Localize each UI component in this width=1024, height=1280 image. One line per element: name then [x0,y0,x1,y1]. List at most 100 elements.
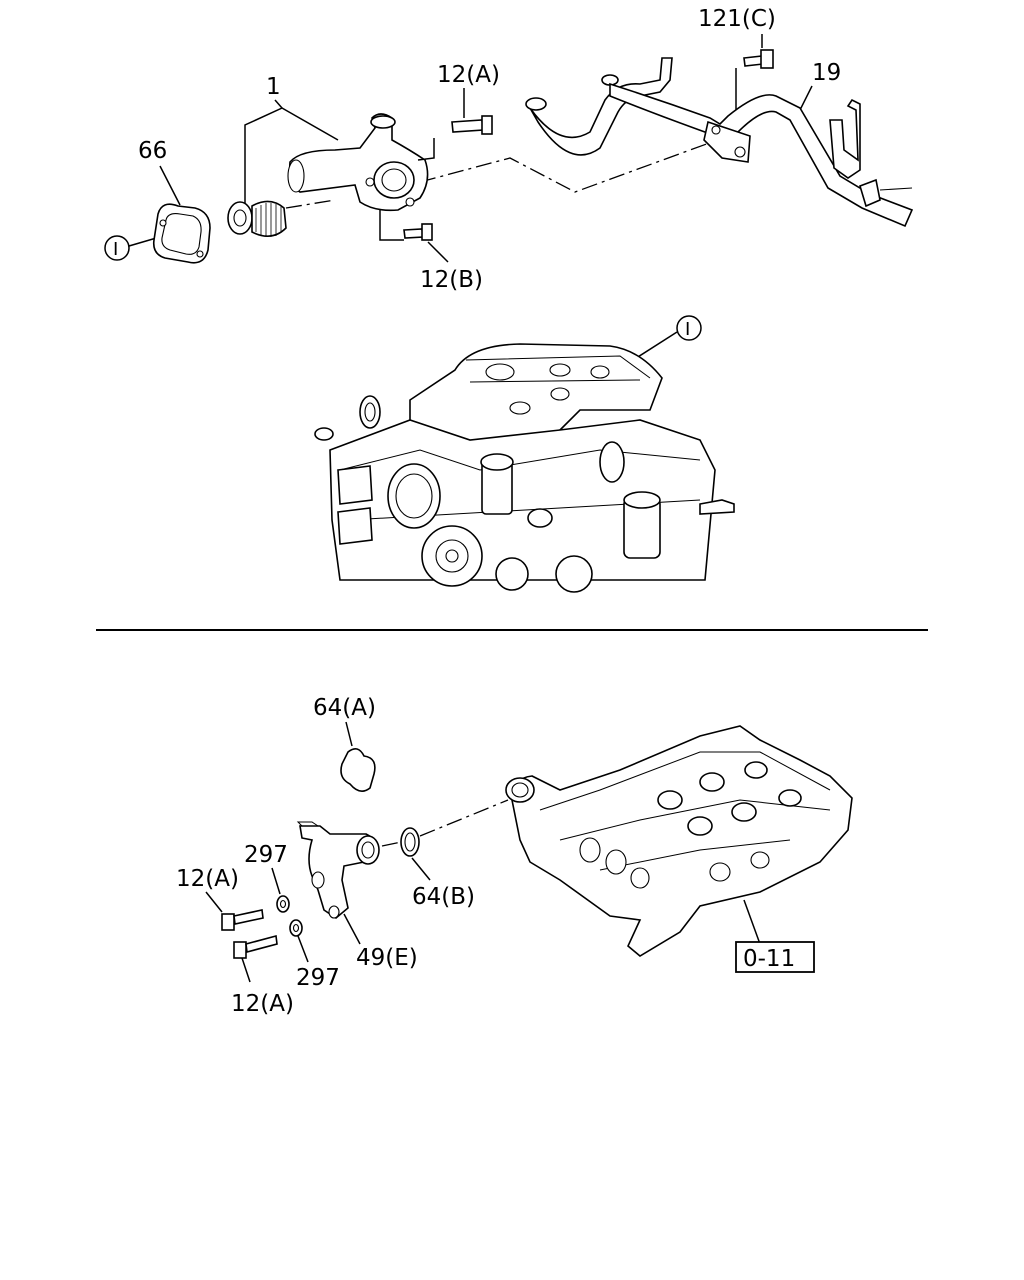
housing-inlet [287,159,305,193]
bolt-121c-head [760,49,774,69]
axis-line-outlet [419,799,509,837]
cam-journal-4 [687,816,713,836]
bolt-121c-shank [743,55,764,67]
axis-line-oring [381,841,402,847]
label-part-12a-upper[interactable]: 12(A) [176,866,239,892]
bolt-12a-upper-shank [233,909,264,925]
label-part-12a-top[interactable]: 12(A) [437,62,500,88]
label-part-19[interactable]: 19 [812,60,841,86]
pipe-19-left-end [525,97,547,111]
ref-label-0-11[interactable]: 0-11 [743,946,795,972]
leader-part-297-lower [297,935,309,963]
label-part-12b[interactable]: 12(B) [420,267,483,293]
water-outlet-bolt-hole-b [328,905,340,919]
leader-part-64b [411,857,431,881]
head-side-port-2 [605,849,627,875]
leader-part-12a-upper [205,891,223,913]
washer-297-lower-hole [292,923,300,933]
leader-part-19 [799,85,813,111]
ref-circle-i-left [104,235,130,261]
cam-journal-6 [778,789,802,807]
housing-outlet-top [370,115,396,129]
pulley-left-center [445,549,459,563]
plenum-hole-1 [485,363,515,381]
head-side-port-3 [630,867,650,889]
bolt-12b-head [421,223,433,241]
plenum-hole-5 [550,387,570,401]
leader-part-66 [159,165,181,206]
thermostat-housing [288,113,429,212]
pipe-19-flange-hole-a [711,125,721,135]
label-part-64a[interactable]: 64(A) [313,695,376,721]
bolt-12a-lower-shank [245,934,278,954]
axis-line-pipe [419,141,713,193]
leader-ref-0-11 [743,899,761,945]
leader-part-297-upper [271,867,281,895]
plenum-hole-3 [590,365,610,379]
engine-right-component-top [623,491,661,509]
label-part-12a-lower[interactable]: 12(A) [231,991,294,1017]
leader-part-64a [345,721,353,747]
pulley-right [555,555,593,593]
pulley-middle [495,557,529,591]
bolt-12a-upper-head [221,913,235,931]
cam-journal-1 [657,790,683,810]
gasket-64a [340,748,376,792]
housing-port-inner [381,168,407,192]
pipe-19-left-section [529,57,673,156]
cam-journal-2 [699,772,725,792]
label-part-297-lower[interactable]: 297 [296,965,340,991]
gasket-66-hole-a [159,219,167,227]
leader-part-49e [343,913,361,945]
head-side-port-5 [750,851,770,869]
water-outlet-bracket-tab [296,821,319,827]
water-outlet-pipe-bore [361,841,375,859]
pipe-19-bracket [829,98,861,179]
cam-journal-3 [744,761,768,779]
cylinder-head-port-inner [511,782,529,798]
leader-part-1-a [244,99,284,210]
ref-circle-i-engine [676,315,702,341]
leader-bolt-12a-to-housing [417,138,435,161]
ref-label-i-left[interactable]: I [113,239,118,260]
head-side-port-4 [709,862,731,882]
thermostat-spring [255,203,282,237]
thermostat-flange-inner [233,209,247,227]
label-part-64b[interactable]: 64(B) [412,884,475,910]
label-part-297-upper[interactable]: 297 [244,842,288,868]
o-ring-64b-inner [404,832,416,852]
plenum-hole-4 [509,401,531,415]
engine-fitting [527,508,553,528]
engine-sensor [314,427,334,441]
leader-part-1-b [281,107,339,141]
engine-oil-cap [599,441,625,483]
bolt-12a-top-shank [451,119,484,133]
cylinder-head [511,725,853,957]
engine-center-cap [480,453,514,471]
label-part-49e[interactable]: 49(E) [356,945,418,971]
bolt-12b-shank [403,228,424,239]
ref-label-i-engine[interactable]: I [685,319,690,340]
leader-part-12b [427,241,449,263]
cam-journal-5 [731,802,757,822]
gasket-66-hole-b [196,250,204,258]
thermostat-assembly-group: 1 66 I 12(A) [104,6,914,293]
label-part-66[interactable]: 66 [138,138,167,164]
pipe-19-clip [859,178,881,208]
washer-297-upper-hole [279,899,287,909]
bolt-12a-lower-head [233,941,247,959]
pipe-19-main [609,82,914,228]
label-part-121c[interactable]: 121(C) [698,6,776,32]
head-side-port-1 [579,837,601,863]
engine-right-pipe [699,499,735,515]
engine-overview: I [314,315,735,593]
label-part-1[interactable]: 1 [266,74,281,100]
engine-hook-hole [364,402,376,422]
pipe-19-flange-hole-b [734,146,746,158]
leader-bolt-12b-to-housing [379,210,404,241]
pipe-19-clip-bolt [879,187,913,191]
engine-left-block-a [337,465,373,505]
plenum-hole-2 [549,363,571,377]
throttle-body-bore [395,473,433,519]
